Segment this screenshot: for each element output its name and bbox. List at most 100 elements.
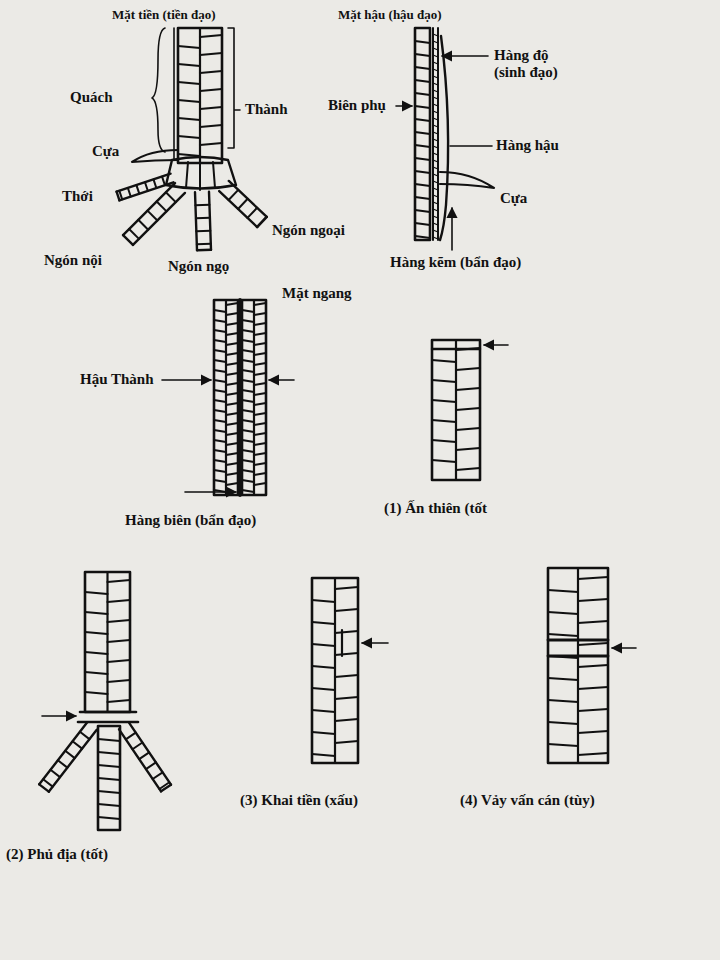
scale-line: [254, 423, 266, 425]
scale-line: [242, 460, 254, 462]
scale-line: [85, 652, 108, 654]
scale-line: [578, 577, 608, 579]
scale-line: [197, 243, 211, 245]
scale-line: [433, 230, 438, 232]
scale-line: [335, 609, 358, 611]
scale-line: [162, 177, 165, 186]
scale-line: [138, 220, 148, 230]
scale-line: [214, 410, 226, 412]
scale-line: [197, 249, 211, 252]
scale-line: [178, 136, 200, 138]
scale-line: [415, 223, 430, 225]
scale-line: [117, 192, 120, 201]
part-name: Ngón ngoại: [272, 222, 345, 239]
scale-line: [433, 174, 438, 176]
scale-line: [312, 600, 335, 602]
scale-line: [548, 678, 578, 680]
scale-line: [229, 190, 239, 200]
scale-line: [415, 119, 430, 121]
scale-line: [242, 310, 254, 312]
scale-line: [85, 612, 108, 614]
scale-line: [433, 41, 438, 43]
scale-line: [214, 310, 226, 312]
scale-line: [415, 67, 430, 69]
pattern-caption: (4) Vảy vấn cán (tùy): [460, 792, 595, 809]
scale-line: [139, 752, 149, 759]
scale-line: [98, 817, 120, 819]
scale-line: [108, 600, 131, 602]
scale-line: [178, 154, 200, 156]
scale-line: [242, 440, 254, 442]
part-name: Cựa: [92, 143, 119, 160]
scale-line: [178, 64, 200, 66]
scale-line: [214, 400, 226, 402]
scale-line: [415, 184, 430, 186]
scale-line: [433, 167, 438, 169]
scale-line: [226, 343, 238, 345]
scale-line: [128, 188, 131, 197]
scale-line: [214, 460, 226, 462]
scale-line: [145, 182, 148, 191]
scale-line: [578, 621, 608, 623]
view-heading: Mặt tiền (tiền đạo): [112, 8, 216, 23]
scale-line: [178, 100, 200, 102]
scale-line: [254, 393, 266, 395]
scale-line: [242, 490, 254, 492]
scale-line: [226, 473, 238, 475]
scale-line: [254, 333, 266, 335]
leg-drawings: [39, 28, 636, 830]
scale-line: [65, 751, 74, 758]
scale-line: [335, 741, 358, 743]
scale-line: [196, 230, 210, 232]
scale-line: [219, 191, 257, 227]
scale-line: [432, 380, 456, 382]
scale-line: [433, 62, 438, 64]
part-name: Hậu Thành: [80, 371, 154, 388]
scale-line: [432, 420, 456, 422]
scale-line: [254, 303, 266, 305]
scale-line: [49, 730, 97, 792]
scale-line: [147, 211, 157, 221]
scale-line: [312, 622, 335, 624]
scale-line: [335, 697, 358, 699]
scale-line: [226, 333, 238, 335]
scale-line: [415, 236, 430, 238]
scale-line: [415, 171, 430, 173]
scale-line: [578, 709, 608, 711]
scale-line: [433, 237, 438, 239]
scale-line: [242, 410, 254, 412]
scale-line: [242, 390, 254, 392]
pointer-arrow: [484, 344, 508, 346]
scale-line: [108, 620, 131, 622]
scale-line: [200, 71, 222, 73]
scale-line: [247, 208, 257, 218]
scale-line: [242, 480, 254, 482]
part-name: Hàng hậu: [496, 137, 559, 154]
scale-line: [242, 330, 254, 332]
scale-line: [254, 323, 266, 325]
scale-line: [432, 360, 456, 362]
scale-line: [195, 204, 209, 206]
part-name: Biên phụ: [328, 97, 386, 114]
scale-line: [433, 195, 438, 197]
scale-line: [226, 383, 238, 385]
scale-line: [153, 772, 163, 779]
scale-line: [39, 784, 48, 791]
scale-line: [432, 460, 456, 462]
scale-line: [578, 753, 608, 755]
pointer-arrow: [362, 642, 388, 644]
scale-line: [98, 791, 120, 793]
scale-line: [415, 158, 430, 160]
scale-line: [254, 373, 266, 375]
scale-line: [200, 125, 222, 127]
scale-line: [242, 340, 254, 342]
scale-line: [108, 680, 131, 682]
scale-line: [117, 174, 171, 192]
scale-line: [214, 440, 226, 442]
scale-line: [129, 229, 139, 239]
scale-line: [242, 320, 254, 322]
scale-line: [433, 146, 438, 148]
scale-line: [433, 111, 438, 113]
scale-line: [80, 711, 136, 714]
pointer-arrow: [269, 379, 294, 381]
